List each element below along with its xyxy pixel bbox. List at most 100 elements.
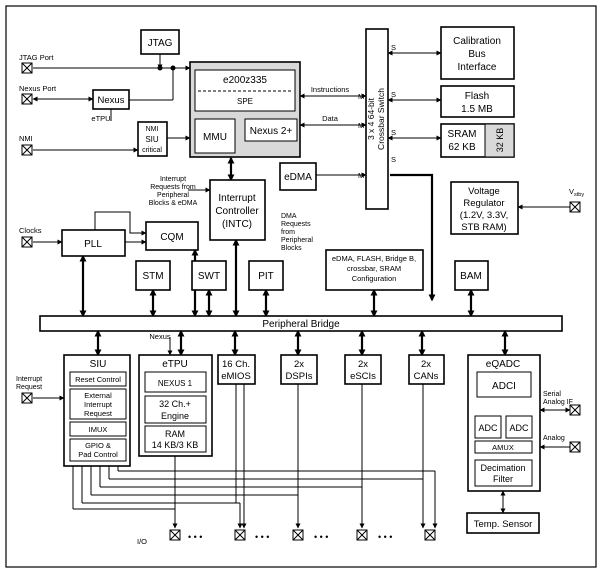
temp-sensor-block (466, 512, 540, 534)
nmi-pin-icon (21, 144, 33, 156)
dspi-label-1: 2x (294, 359, 304, 370)
siu-ext-label-3: Request (84, 409, 113, 418)
port-m-3: M (358, 171, 364, 180)
etpu-nexus-label: NEXUS 1 (158, 379, 193, 388)
crossbar-block (365, 28, 389, 210)
interrupt-requests-label-3: Peripheral (157, 192, 189, 199)
io-pin-icon-5 (424, 529, 436, 541)
etpu-small-label: eTPU (91, 114, 110, 123)
etpu-ram-label-1: RAM (165, 429, 185, 439)
etpu-engine-block (144, 395, 207, 424)
serial-analog-pin-icon (569, 404, 581, 416)
can-label-2: CANs (414, 371, 439, 382)
siu-gpio-label-2: Pad Control (78, 450, 118, 459)
siu-imux-block (69, 421, 127, 437)
stm-block (135, 260, 171, 291)
calibration-block (440, 26, 515, 80)
serial-analog-label-1: Serial (543, 391, 561, 398)
calibration-label-2: Bus (468, 49, 485, 60)
nmi-siu-block (137, 121, 168, 157)
can-block (408, 354, 445, 385)
jtag-pin-icon (21, 62, 33, 74)
clocks-pin-icon (21, 236, 33, 248)
swt-label: SWT (198, 271, 220, 282)
config-label-3: Configuration (352, 274, 397, 283)
cqm-label: CQM (160, 232, 183, 243)
nexus2-block (244, 118, 298, 142)
analog-pin-icon (569, 441, 581, 453)
io-pin-icon-4 (356, 529, 368, 541)
adc2-label: ADC (509, 423, 529, 433)
siu-reset-block (69, 371, 127, 387)
nexus-label: Nexus (98, 95, 125, 106)
sram-label-2: 62 KB (448, 142, 476, 153)
temp-sensor-label: Temp. Sensor (474, 519, 533, 530)
vstby-pin-icon (569, 201, 581, 213)
etpu-engine-label-2: Engine (161, 411, 189, 421)
amux-label: AMUX (492, 443, 514, 452)
decimation-block (474, 459, 533, 487)
jtag-label: JTAG (148, 38, 173, 49)
io-dots-3: • • • (314, 532, 328, 542)
etpu-ram-label-2: 14 KB/3 KB (152, 440, 199, 450)
voltage-label-1: Voltage (468, 186, 500, 197)
intc-label-2: Controller (215, 206, 259, 217)
interrupt-requests-label-1: Interrupt (160, 176, 186, 183)
intc-block (209, 179, 266, 241)
swt-block (191, 260, 227, 291)
esci-label-2: eSCIs (350, 371, 376, 382)
voltage-label-3: (1.2V, 3.3V, (460, 210, 508, 221)
vstby-label-sub: stby (574, 192, 584, 198)
adc1-block (474, 415, 502, 439)
esci-label-1: 2x (358, 359, 368, 370)
adci-label: ADCI (492, 381, 516, 392)
io-pin-icon-2 (234, 529, 246, 541)
siu-gpio-label-1: GPIO & (85, 441, 111, 450)
etpu-label: eTPU (162, 359, 188, 370)
siu-reset-label: Reset Control (75, 375, 121, 384)
sram-32kb-block (484, 123, 515, 158)
io-pin-icon-3 (292, 529, 304, 541)
jtag-port-label: JTAG Port (19, 53, 54, 62)
adc1-label: ADC (478, 423, 498, 433)
dma-requests-label-3: from (281, 229, 295, 236)
edma-block (279, 162, 317, 191)
voltage-regulator-block (450, 181, 519, 235)
siu-ext-block (69, 388, 127, 420)
dma-requests-label-1: DMA (281, 213, 297, 220)
nexus-pin-icon (21, 93, 33, 105)
siu-ext-label-1: External (84, 391, 112, 400)
io-label: I/O (137, 537, 147, 546)
port-m-1: M (358, 92, 364, 101)
calibration-label-1: Calibration (453, 36, 501, 47)
interrupt-requests-label-2: Requests from (150, 184, 196, 191)
stm-label: STM (142, 271, 163, 282)
analog-label: Analog (543, 435, 565, 442)
flash-label-2: 1.5 MB (461, 104, 493, 115)
port-s-1: S (391, 43, 396, 52)
adc2-block (505, 415, 533, 439)
siu-label: SIU (90, 359, 107, 370)
decimation-label-2: Filter (493, 474, 513, 484)
peripheral-bridge (39, 315, 563, 332)
sram-32kb-label: 32 KB (495, 128, 505, 153)
emios-block (217, 354, 256, 385)
io-dots-2: • • • (255, 532, 269, 542)
bam-block (454, 260, 489, 291)
calibration-label-3: Interface (458, 62, 497, 73)
sram-label-1: SRAM (448, 129, 477, 140)
crossbar-label-2: Crossbar Switch (376, 88, 386, 150)
io-dots-1: • • • (188, 532, 202, 542)
core-label: e200z335 (223, 75, 267, 86)
jtag-block (140, 29, 180, 55)
nmi-siu-label-2: SIU (145, 135, 159, 144)
nexus-block (92, 89, 130, 110)
data-label: Data (322, 114, 339, 123)
io-pin-icon-1 (169, 529, 181, 541)
nexus2-label: Nexus 2+ (250, 126, 293, 137)
flash-block (440, 85, 515, 118)
edma-label: eDMA (284, 172, 312, 183)
siu-gpio-block (69, 438, 127, 462)
pll-label: PLL (84, 239, 102, 250)
